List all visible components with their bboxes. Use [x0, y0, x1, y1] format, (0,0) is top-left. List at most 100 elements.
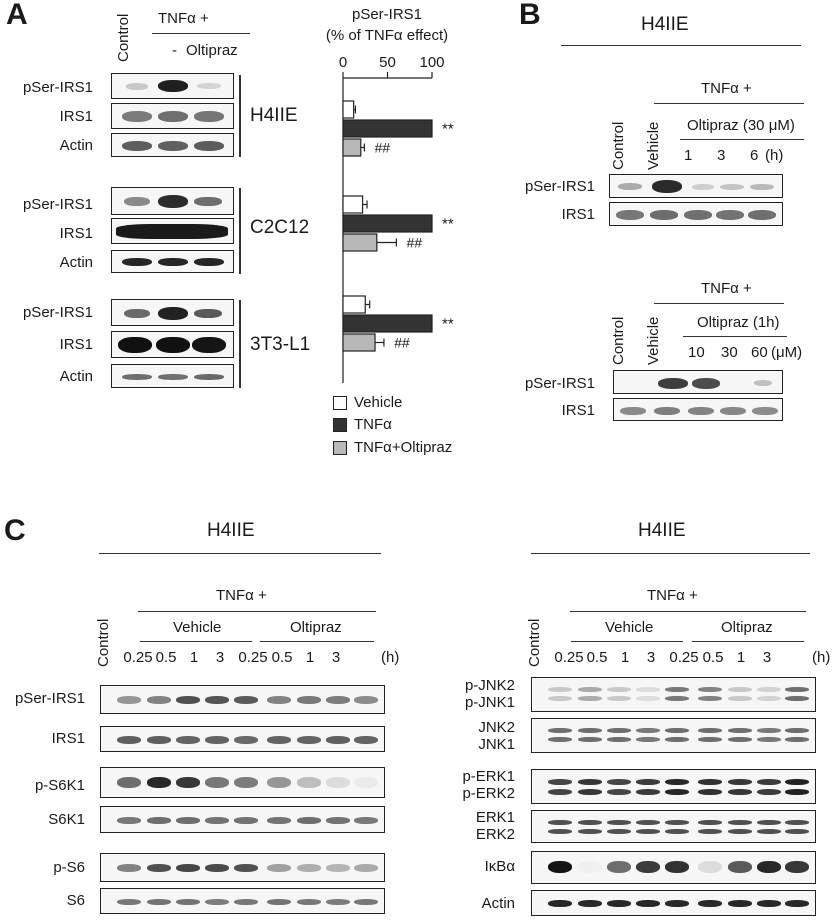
band: [757, 861, 781, 873]
band: [176, 696, 200, 704]
band: [578, 779, 602, 785]
band: [757, 687, 781, 692]
band: [548, 861, 572, 873]
row-label: pSer-IRS1: [22, 304, 93, 321]
blot-b-top-irs1: [609, 202, 783, 226]
group-bracket: [239, 188, 241, 274]
x-tick-label: 100: [419, 54, 444, 71]
band: [267, 817, 291, 824]
bar-0: [342, 195, 364, 214]
band: [578, 900, 602, 907]
band: [607, 820, 631, 825]
band: [578, 687, 602, 692]
row-label: IκBα: [484, 858, 515, 875]
blot-b-bottom-irs1: [613, 398, 783, 421]
cell-label-c2c12: C2C12: [250, 217, 310, 238]
legend-swatch-vehicle: [333, 396, 347, 410]
band: [548, 820, 572, 825]
row-label: Actin: [481, 895, 515, 912]
band: [728, 696, 752, 701]
band: [665, 687, 689, 692]
panel-label-b: B: [519, 0, 541, 31]
band: [354, 817, 378, 824]
band: [665, 779, 689, 785]
lane-label-control: Control: [610, 316, 627, 365]
bar-0: [342, 295, 366, 314]
band: [117, 817, 141, 824]
band: [636, 861, 660, 873]
time-label: 3: [717, 147, 726, 164]
time-label: 0.5: [586, 649, 608, 666]
band: [785, 861, 809, 873]
band: [607, 829, 631, 834]
significance-oltipraz: ##: [406, 235, 422, 251]
row-label: IRS1: [59, 108, 93, 125]
band: [326, 777, 350, 788]
band: [147, 696, 171, 704]
time-label: 1: [684, 147, 693, 164]
band: [785, 737, 809, 742]
bar-2: [342, 333, 376, 352]
time-label: 1: [305, 649, 315, 666]
x-tick-label: 50: [379, 54, 396, 71]
band: [785, 696, 809, 701]
band: [665, 737, 689, 742]
band: [176, 736, 200, 744]
band: [548, 687, 572, 692]
band: [234, 899, 258, 905]
row-label: IRS1: [59, 225, 93, 242]
band: [326, 899, 350, 905]
row-label: p-S6: [53, 859, 85, 876]
band: [757, 829, 781, 834]
band: [234, 864, 258, 872]
band: [785, 900, 809, 907]
lane-label-vehicle: Vehicle: [645, 121, 662, 170]
band: [548, 829, 572, 834]
legend-label-tnf-oltipraz: TNFα+Oltipraz: [354, 439, 453, 456]
blot-c-irs1: [100, 726, 385, 752]
cell-label-h4iie-c-left: H4IIE: [207, 520, 255, 541]
band: [607, 779, 631, 785]
oltipraz-line: [692, 641, 804, 642]
oltipraz-line: [260, 641, 374, 642]
lane-label-control: Control: [95, 618, 112, 667]
vehicle-line: [140, 641, 252, 642]
significance-oltipraz: ##: [394, 335, 410, 351]
time-label: 3: [331, 649, 341, 666]
band: [205, 899, 229, 905]
blot-c-actin: [531, 890, 816, 916]
band: [636, 687, 660, 692]
lane-label-control: Control: [115, 13, 132, 62]
title-line: [531, 553, 810, 554]
row-label: p-S6K1: [34, 777, 85, 794]
band: [607, 728, 631, 733]
tnf-header: TNFα +: [647, 587, 698, 604]
band: [607, 789, 631, 795]
band: [205, 696, 229, 704]
time-unit: (h): [812, 649, 831, 666]
blot-c-p-erk: [531, 769, 816, 804]
band: [297, 899, 321, 905]
band: [354, 777, 378, 788]
band: [267, 696, 291, 704]
band: [698, 820, 722, 825]
blot-c-pser-irs1: [100, 685, 385, 714]
band: [698, 696, 722, 701]
band: [267, 777, 291, 788]
legend-swatch-tnf: [333, 418, 347, 432]
band: [636, 829, 660, 834]
blot-c-s6k1: [100, 806, 385, 833]
band: [665, 789, 689, 795]
band: [297, 864, 321, 872]
band: [665, 861, 689, 873]
bar-1: [342, 214, 433, 233]
band: [234, 817, 258, 824]
band: [698, 687, 722, 692]
lane-label-control: Control: [526, 618, 543, 667]
dose-label: 60: [751, 344, 768, 361]
row-label: p-JNK2: [464, 677, 515, 694]
band: [665, 900, 689, 907]
blot-c-p-s6: [100, 853, 385, 882]
band: [728, 829, 752, 834]
